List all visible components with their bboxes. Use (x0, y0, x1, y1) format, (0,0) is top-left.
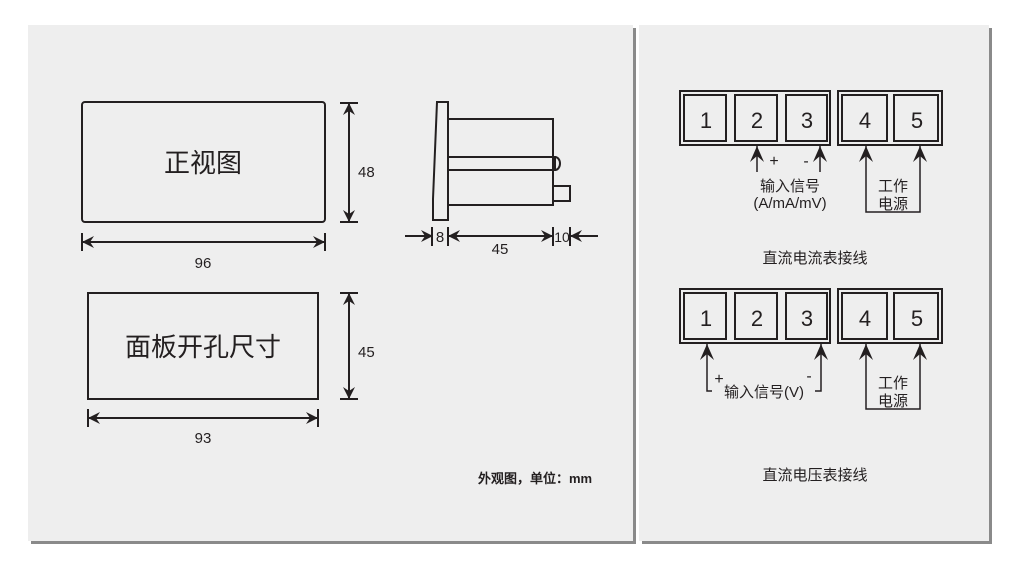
side-front-depth-value: 8 (436, 229, 444, 246)
power-label-2: 电源 (878, 393, 908, 410)
cutout-label: 面板开孔尺寸 (125, 332, 281, 362)
minus-sign: - (803, 153, 808, 170)
current-meter-wiring: 1 2 3 4 5 + - 输入信号 (A/mA/mV) 工作 电源 直流电流表… (679, 90, 943, 267)
cutout-outline (87, 292, 319, 400)
power-label-2: 电源 (878, 196, 908, 213)
voltage-wiring-title: 直流电压表接线 (762, 467, 867, 484)
front-view-outline (81, 101, 326, 223)
plus-sign: + (714, 371, 723, 388)
input-signal-label: 输入信号 (760, 178, 820, 195)
terminal-2: 2 (751, 306, 763, 331)
front-view-label: 正视图 (164, 148, 242, 178)
terminal-5: 5 (911, 306, 923, 331)
terminal-1: 1 (700, 108, 712, 133)
voltage-meter-wiring: 1 2 3 4 5 + - 输入信号(V) 工作 电源 直流电压表接线 (679, 288, 943, 484)
front-width-value: 96 (195, 255, 212, 272)
side-dimensions (405, 227, 598, 246)
terminal-3: 3 (801, 108, 813, 133)
front-height-value: 48 (358, 164, 375, 181)
minus-sign: - (806, 368, 811, 385)
plus-sign: + (769, 153, 778, 170)
cutout-width-value: 93 (195, 430, 212, 447)
terminal-2: 2 (751, 108, 763, 133)
terminal-3: 3 (801, 306, 813, 331)
input-units-label: (A/mA/mV) (753, 195, 826, 212)
side-rear-depth-value: 10 (554, 229, 570, 245)
terminal-4: 4 (859, 306, 871, 331)
units-caption: 外观图，单位：mm (477, 471, 592, 486)
current-wiring-title: 直流电流表接线 (762, 250, 867, 267)
cutout-height-value: 45 (358, 344, 375, 361)
terminal-4: 4 (859, 108, 871, 133)
outline-dimensions-panel (28, 25, 633, 541)
side-view (432, 101, 571, 221)
terminal-1: 1 (700, 306, 712, 331)
power-label-1: 工作 (878, 178, 908, 195)
input-signal-label: 输入信号(V) (724, 384, 804, 401)
side-body-depth-value: 45 (492, 241, 509, 258)
wiring-diagram-panel (639, 25, 989, 541)
power-label-1: 工作 (878, 375, 908, 392)
terminal-5: 5 (911, 108, 923, 133)
